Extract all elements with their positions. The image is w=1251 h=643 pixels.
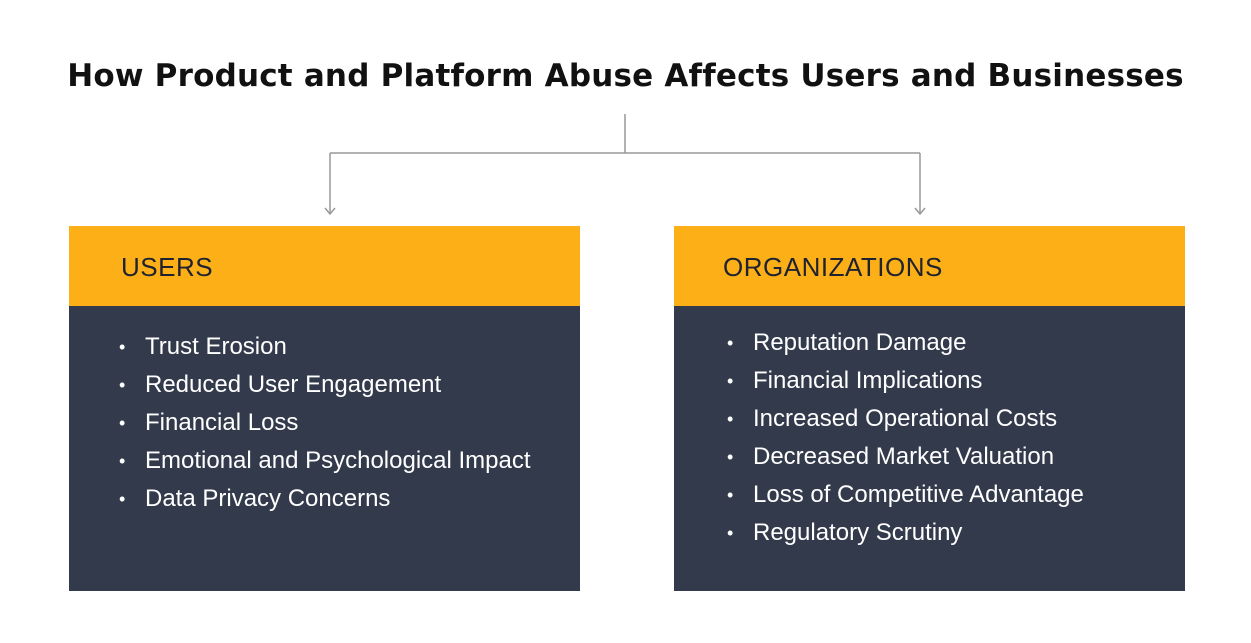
list-item: • Trust Erosion: [119, 332, 539, 362]
list-item: • Emotional and Psychological Impact: [119, 446, 539, 476]
list-item-text: Decreased Market Valuation: [753, 443, 1055, 470]
bullet-icon: •: [727, 523, 734, 543]
bullet-icon: •: [727, 333, 734, 353]
organizations-card-header: ORGANIZATIONS: [674, 226, 1185, 306]
arrowhead-left-icon: [324, 207, 336, 216]
bullet-icon: •: [727, 409, 734, 429]
list-item: • Regulatory Scrutiny: [727, 518, 1167, 548]
list-item-text: Financial Implications: [753, 367, 983, 394]
users-card: USERS • Trust Erosion • Reduced User Engag…: [69, 226, 580, 591]
users-heading: USERS: [121, 252, 214, 282]
list-item-text: Trust Erosion: [145, 333, 287, 360]
list-item-text: Data Privacy Concerns: [145, 485, 391, 512]
bullet-icon: •: [119, 413, 126, 433]
list-item-text: Emotional and Psychological Impact: [145, 447, 531, 474]
list-item-text: Reputation Damage: [753, 329, 967, 356]
users-impact-list: •Trust Erosion •Reduced User Engagement …: [119, 332, 539, 522]
list-item-text: Reduced User Engagement: [145, 371, 442, 398]
arrowhead-right-icon: [914, 207, 926, 216]
organizations-impact-list: • Reputation Damage • Financial Implicatio…: [727, 328, 1167, 556]
list-item: • Data Privacy Concerns: [119, 484, 539, 514]
list-item: • Decreased Market Valuation: [727, 442, 1167, 472]
list-item: • Reputation Damage: [727, 328, 1167, 358]
list-item-text: Increased Operational Costs: [753, 405, 1058, 432]
list-item: • Financial Loss: [119, 408, 539, 438]
users-card-header: USERS: [69, 226, 580, 306]
bullet-icon: •: [727, 485, 734, 505]
list-item-text: Regulatory Scrutiny: [753, 519, 963, 546]
organizations-card: ORGANIZATIONS • Reputation Damage • Financ…: [674, 226, 1185, 591]
bullet-icon: •: [119, 489, 126, 509]
bullet-icon: •: [727, 447, 734, 467]
list-item: • Loss of Competitive Advantage: [727, 480, 1167, 510]
list-item-text: Loss of Competitive Advantage: [753, 481, 1084, 508]
diagram-title: How Product and Platform Abuse Affects U…: [67, 58, 1184, 94]
bullet-icon: •: [119, 337, 126, 357]
bullet-icon: •: [119, 451, 126, 471]
list-item: • Reduced User Engagement: [119, 370, 539, 400]
list-item-text: Financial Loss: [145, 409, 299, 436]
organizations-heading: ORGANIZATIONS: [723, 252, 943, 282]
bullet-icon: •: [119, 375, 126, 395]
bullet-icon: •: [727, 371, 734, 391]
list-item: • Financial Implications: [727, 366, 1167, 396]
list-item: • Increased Operational Costs: [727, 404, 1167, 434]
